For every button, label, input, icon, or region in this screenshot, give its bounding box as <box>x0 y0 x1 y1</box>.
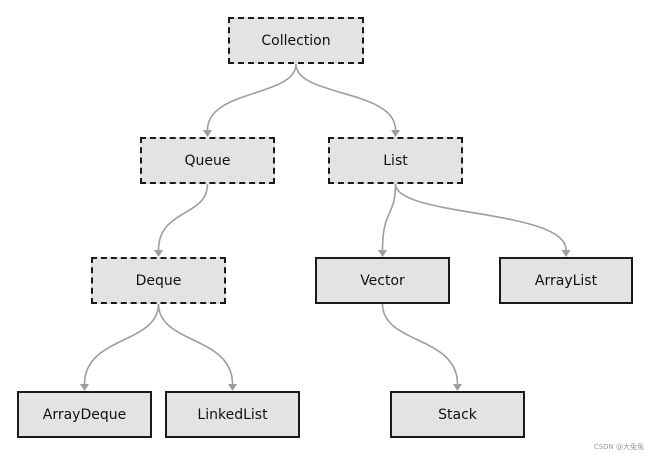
edge-deque-linkedlist <box>157 303 234 385</box>
node-arraydeque: ArrayDeque <box>17 391 152 438</box>
node-linkedlist-label: LinkedList <box>197 406 268 423</box>
edge-collection-list <box>295 63 397 131</box>
edge-deque-arraydeque <box>83 303 160 385</box>
edge-list-arraylist <box>394 183 567 251</box>
node-list: List <box>328 137 463 184</box>
edge-vector-stack <box>381 303 459 385</box>
node-linkedlist: LinkedList <box>165 391 300 438</box>
arrowhead-queue-deque <box>154 250 163 257</box>
edge-queue-deque <box>157 183 209 251</box>
node-vector-label: Vector <box>360 272 405 289</box>
node-vector: Vector <box>315 257 450 304</box>
arrowhead-list-vector <box>378 250 387 257</box>
node-deque: Deque <box>91 257 226 304</box>
node-collection: Collection <box>228 17 364 64</box>
edge-list-vector <box>381 183 397 251</box>
arrowhead-collection-queue <box>203 130 212 137</box>
arrowhead-deque-arraydeque <box>80 384 89 391</box>
arrowhead-list-arraylist <box>561 250 571 257</box>
edge-collection-queue <box>206 63 297 131</box>
node-queue: Queue <box>140 137 275 184</box>
node-stack: Stack <box>390 391 525 438</box>
node-deque-label: Deque <box>135 272 182 289</box>
arrowhead-vector-stack <box>453 384 462 391</box>
node-collection-label: Collection <box>261 32 331 49</box>
node-arraylist-label: ArrayList <box>534 272 598 289</box>
arrowhead-deque-linkedlist <box>228 384 237 391</box>
watermark: CSDN @大兔兔 <box>593 443 644 451</box>
node-queue-label: Queue <box>184 152 231 169</box>
node-arraylist: ArrayList <box>499 257 633 304</box>
node-list-label: List <box>383 152 408 169</box>
node-stack-label: Stack <box>438 406 477 423</box>
arrowhead-collection-list <box>391 130 400 137</box>
node-arraydeque-label: ArrayDeque <box>42 406 127 423</box>
